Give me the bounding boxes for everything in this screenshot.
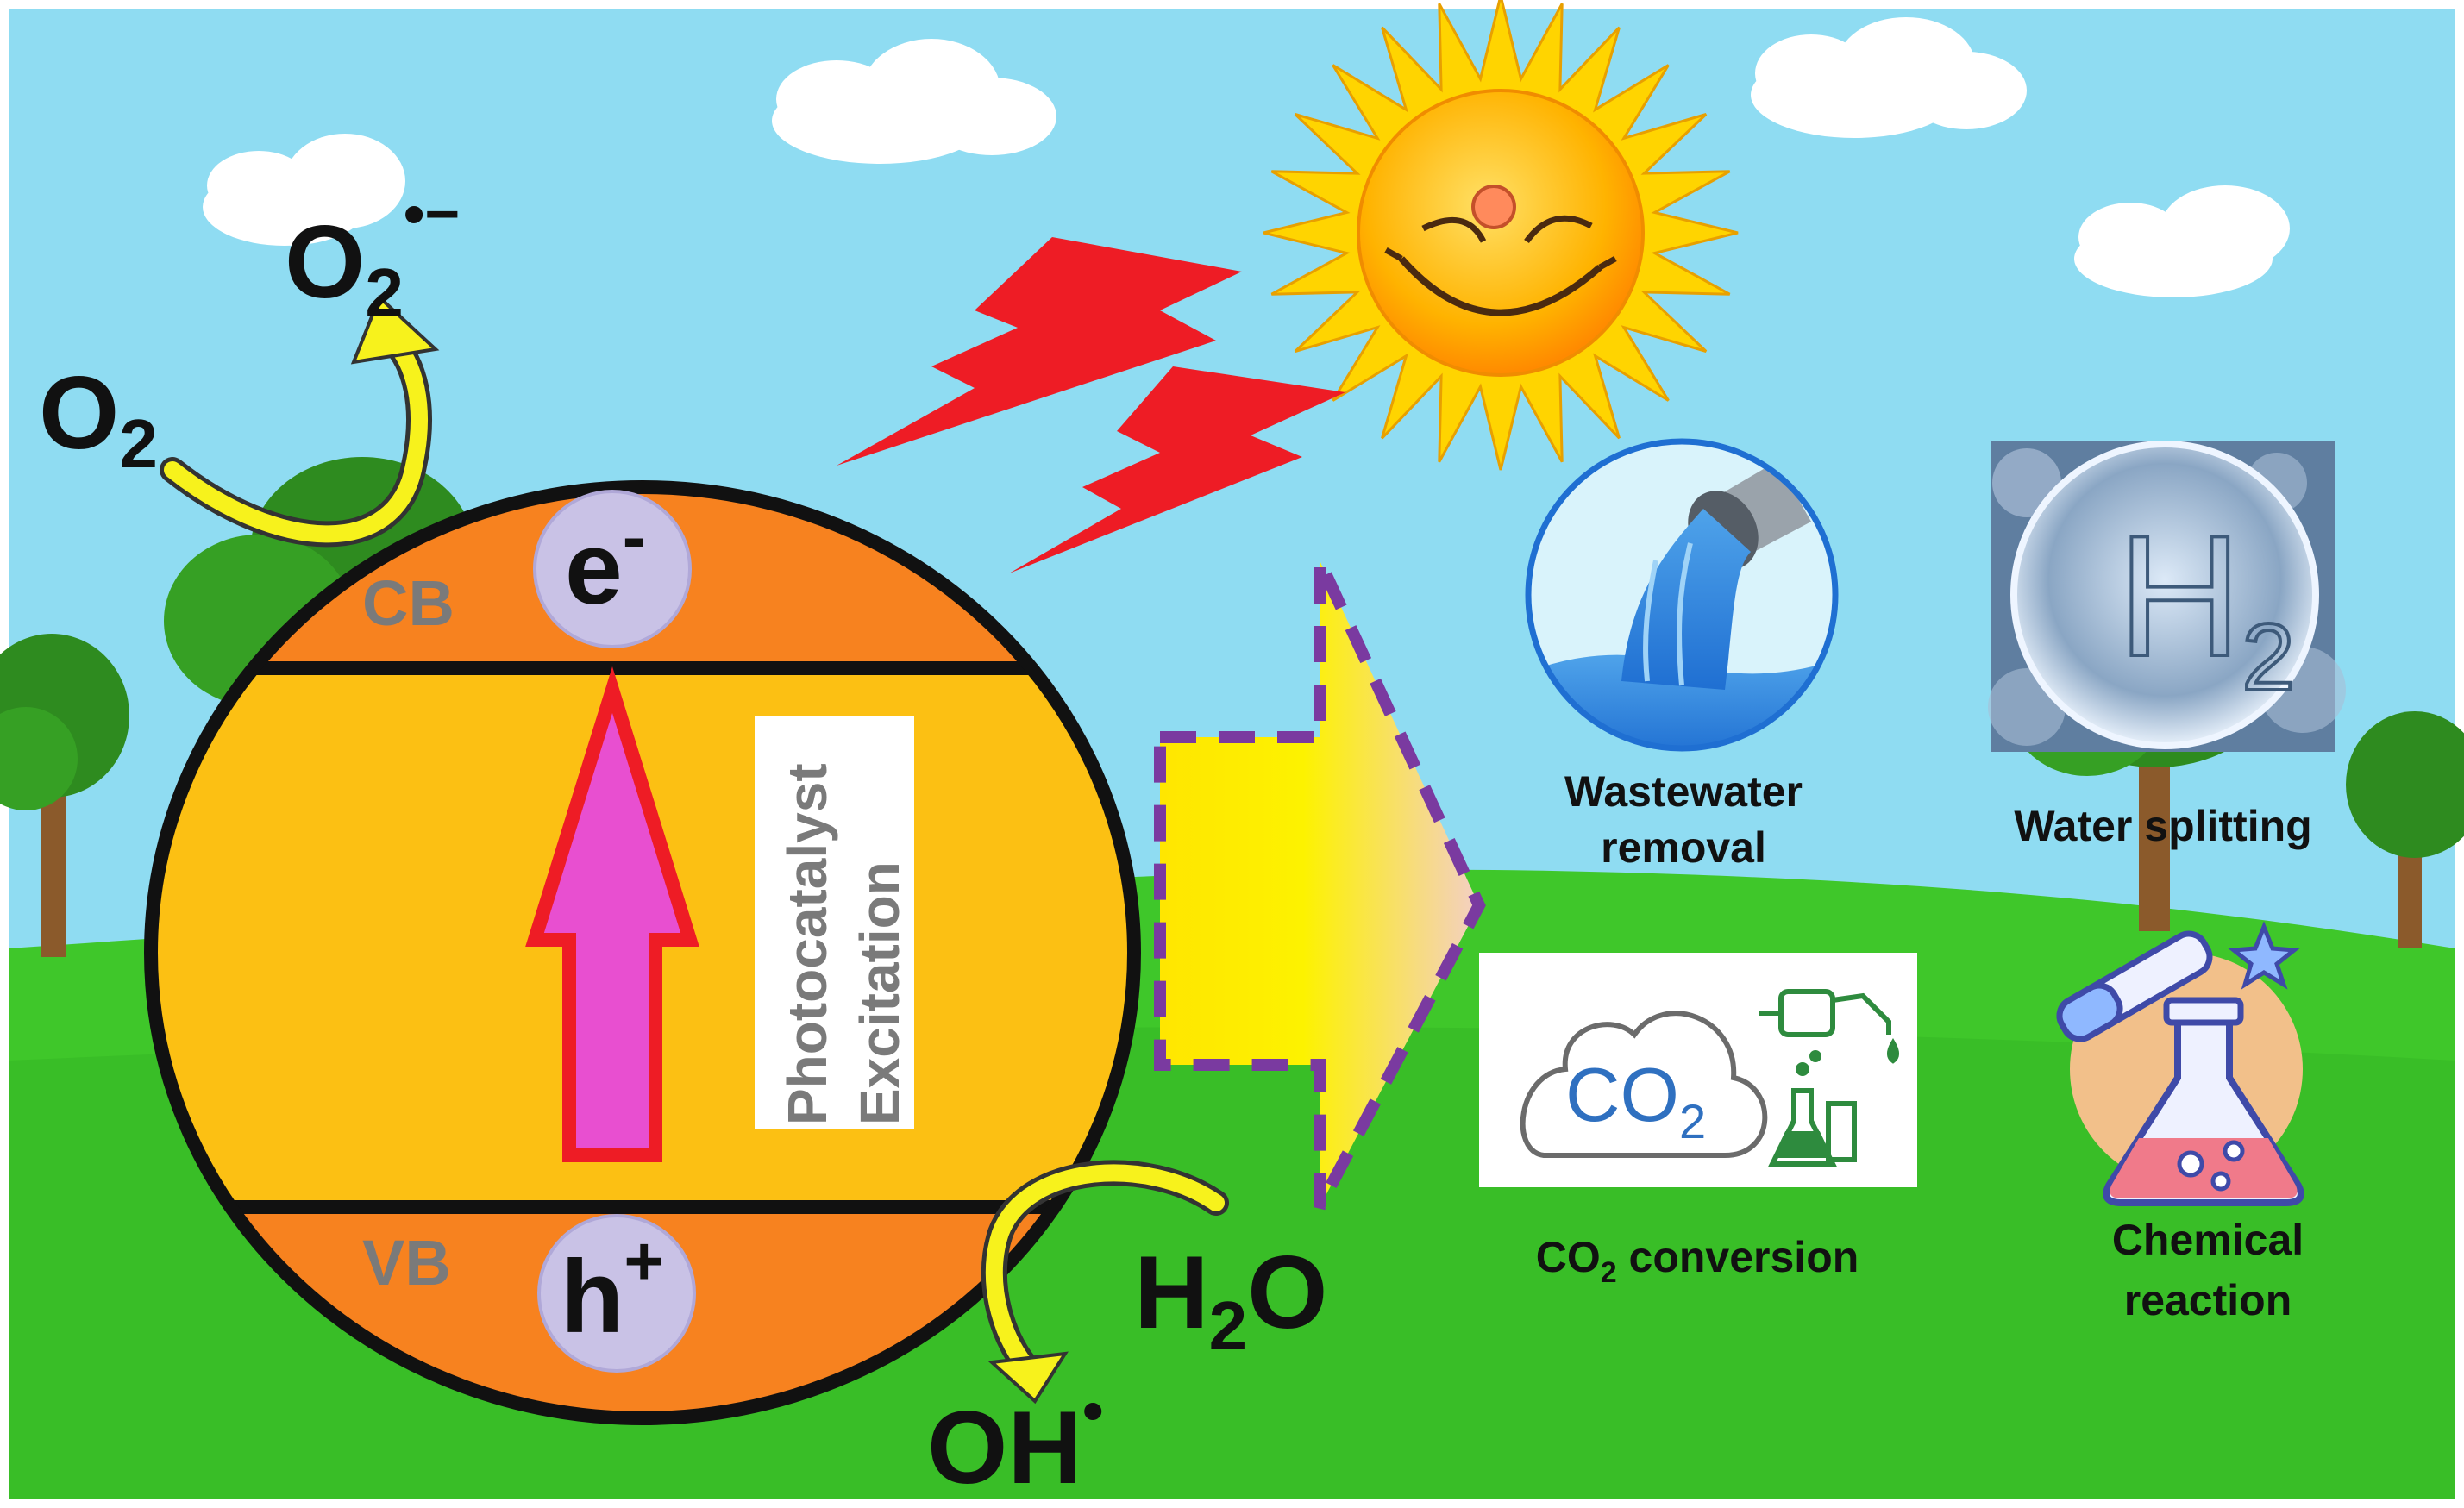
output-arrow — [1154, 558, 1486, 1211]
superoxide-label: O2•− — [285, 180, 460, 331]
excitation-label-2: Excitation — [849, 861, 911, 1125]
clouds — [203, 17, 2290, 297]
cb-label: CB — [362, 567, 455, 639]
hydroxyl-radical-label: OH• — [927, 1377, 1104, 1505]
chemical-reaction-label-2: reaction — [2124, 1276, 2292, 1324]
cloud-icon — [772, 39, 1056, 164]
hole-badge: h+ — [537, 1214, 696, 1373]
water-label: H2O — [1134, 1235, 1328, 1364]
o2-label: O2 — [39, 355, 158, 482]
electron-charge: - — [623, 498, 646, 575]
co2-conversion-label: CO2 conversion — [1536, 1233, 1859, 1289]
h2-symbol: H2 — [2117, 500, 2295, 710]
cloud-icon — [203, 134, 405, 246]
co2-conversion-icon: CO2 — [1479, 953, 1917, 1187]
tree-icon — [0, 634, 129, 957]
excitation-arrow — [525, 666, 699, 1162]
hole-charge: + — [624, 1223, 664, 1299]
co2-cloud-icon: CO2 — [1520, 1011, 1768, 1158]
vb-label: VB — [362, 1227, 451, 1298]
excitation-label-1: Photocatalyst — [776, 763, 838, 1125]
wastewater-label-1: Wastewater — [1564, 767, 1803, 816]
lightning-icon — [837, 237, 1345, 573]
flask-icon — [2103, 997, 2304, 1206]
sun-icon — [1263, 0, 1739, 471]
flask-icon — [1768, 1050, 1857, 1167]
svg-text:e-: e- — [565, 498, 645, 626]
hole-label: h — [561, 1239, 624, 1355]
cloud-icon — [1751, 17, 2027, 138]
fuel-pump-icon — [1759, 989, 1899, 1064]
cloud-icon — [2074, 185, 2290, 297]
water-splitting-label: Water splitting — [2014, 802, 2311, 850]
electron-badge: e- — [533, 490, 692, 648]
wastewater-label-2: removal — [1601, 823, 1766, 872]
test-tube-icon — [2056, 930, 2213, 1042]
electron-label: e — [565, 510, 623, 626]
sparkle-icon — [2228, 921, 2300, 990]
tree-icon — [2346, 711, 2464, 948]
chemical-reaction-label-1: Chemical — [2112, 1216, 2304, 1264]
reaction-arrows — [160, 294, 1229, 1405]
chemical-reaction-icon — [2056, 921, 2304, 1206]
svg-text:CO2: CO2 — [1565, 1052, 1706, 1148]
h2-bubble-icon: H2 — [1988, 441, 2346, 752]
svg-text:h+: h+ — [561, 1223, 664, 1355]
